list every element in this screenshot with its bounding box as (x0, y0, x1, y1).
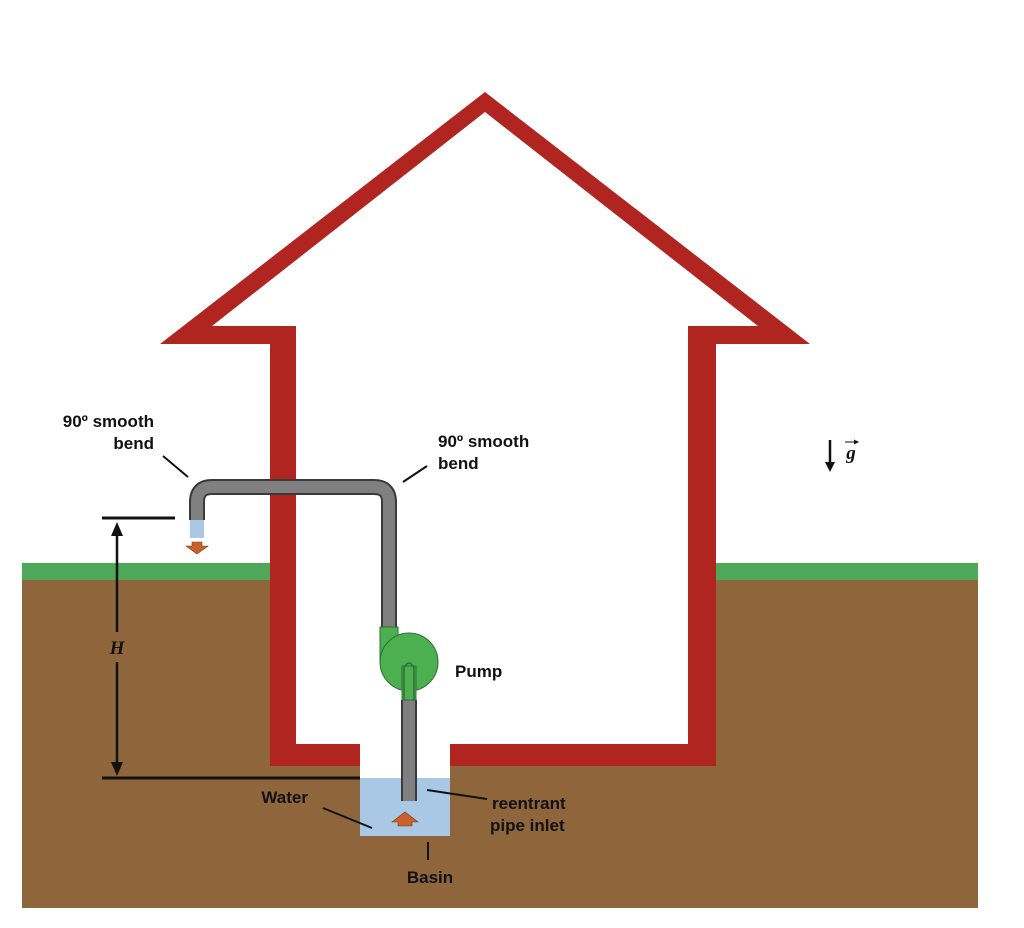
outlet-water (190, 520, 204, 538)
bend-right-label-line1: 90º smooth (438, 432, 529, 451)
inlet-flow-arrow (391, 811, 419, 827)
gravity-vector-tip (854, 439, 859, 445)
pump (379, 626, 439, 701)
basin-label: Basin (407, 868, 453, 887)
inlet-leader (426, 789, 488, 800)
inlet-label-line2: pipe inlet (490, 816, 565, 835)
house-interior (296, 330, 688, 744)
pump-label: Pump (455, 662, 502, 681)
bend-left-label-line1: 90º smooth (63, 412, 154, 431)
bend-right-label-line2: bend (438, 454, 479, 473)
pipe-fill (191, 481, 395, 650)
house-wall (160, 92, 810, 766)
gravity-symbol: g (845, 443, 856, 464)
height-symbol: H (109, 638, 126, 659)
bend-left-label-line2: bend (113, 434, 154, 453)
outlet-flow-arrow (185, 541, 209, 555)
bend-left-leader (162, 455, 189, 478)
height-arrow-up (111, 522, 123, 536)
height-arrow-down (111, 762, 123, 776)
water-label: Water (261, 788, 308, 807)
bend-right-leader (402, 465, 428, 483)
gravity-arrow-head (825, 462, 835, 472)
water-leader (322, 807, 373, 829)
inlet-label-line1: reentrant (492, 794, 566, 813)
